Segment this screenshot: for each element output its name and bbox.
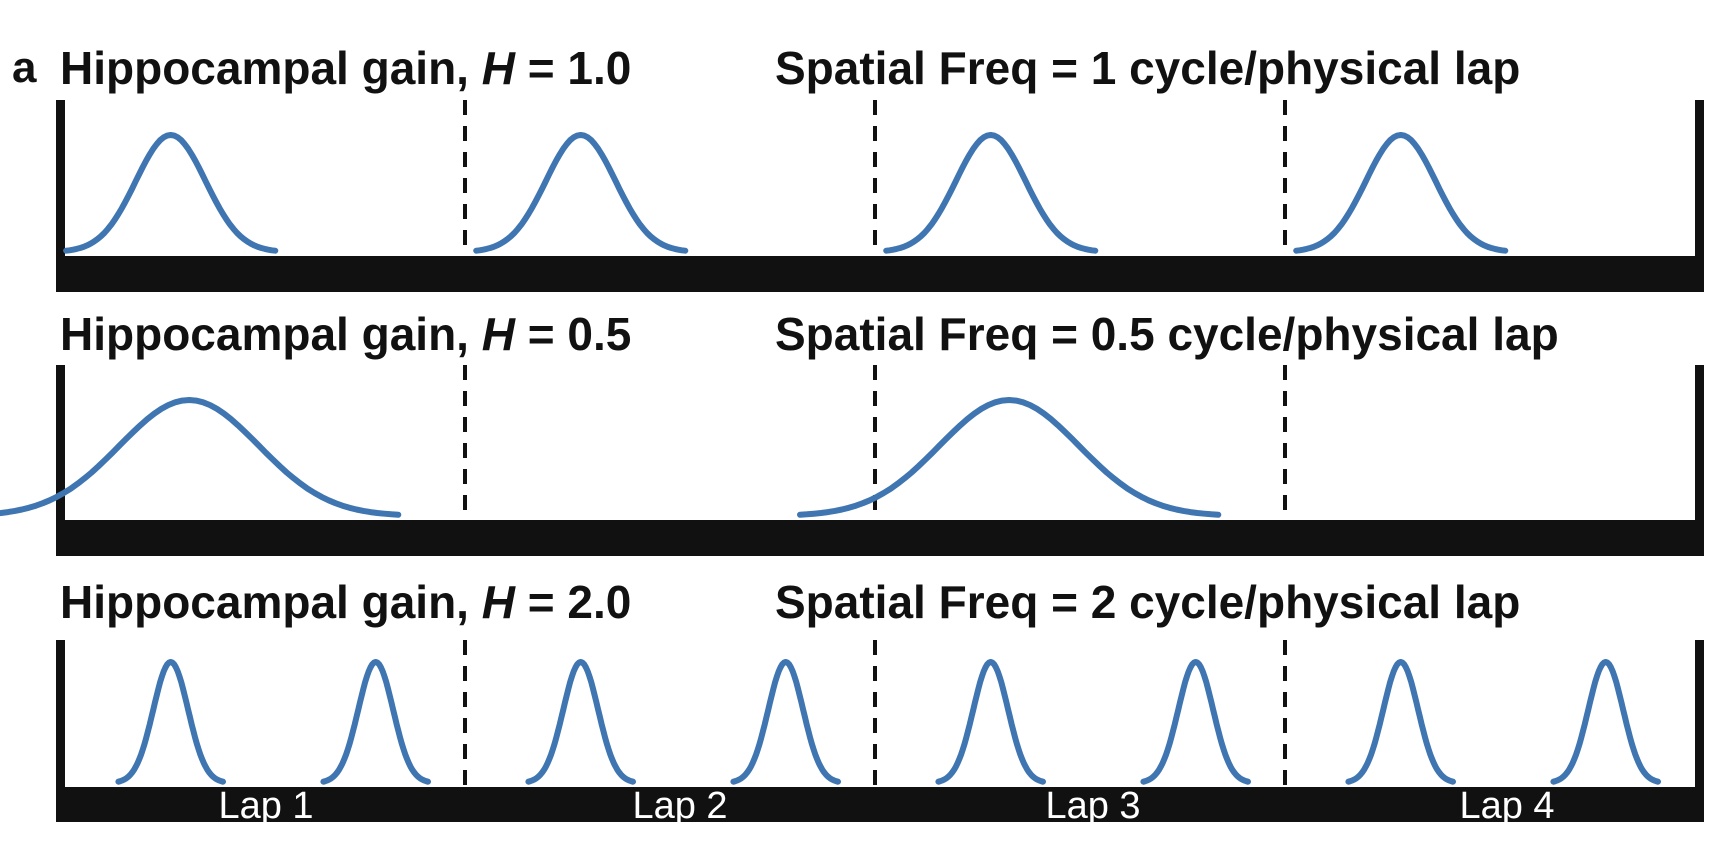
row-2-left-wall [56,365,65,556]
row-1-track [56,100,1704,292]
row-2-spatial-freq: Spatial Freq = 0.5 cycle/physical lap [775,308,1559,360]
row-1-track-bar [60,256,1700,292]
row-1-place-field-1 [63,132,279,254]
row-1-place-field-3 [883,132,1099,254]
lap-label-4: Lap 4 [1459,785,1554,827]
row-1-gain-symbol: H [482,42,516,94]
row-3-gain-value: = 2.0 [515,576,631,628]
row-3-place-field-1 [115,659,226,785]
lap-labels: Lap 1 Lap 2 Lap 3 Lap 4 [218,785,1554,827]
row-1-gain-value: = 1.0 [515,42,631,94]
row-1-spatial-freq: Spatial Freq = 1 cycle/physical lap [775,42,1520,94]
row-3-right-wall [1695,640,1704,822]
row-1-place-field-4 [1293,132,1509,254]
row-1-right-wall [1695,100,1704,292]
row-1-gain-title: Hippocampal gain, H = 1.0 [60,42,631,94]
lap-label-3: Lap 3 [1045,785,1140,827]
row-3-place-field-4 [730,659,841,785]
row-2-track-bar [60,520,1700,556]
row-2-place-field-1 [0,397,402,518]
row-3-gain-symbol: H [482,576,516,628]
row-3-gain-title: Hippocampal gain, H = 2.0 [60,576,631,628]
row-2-gain-symbol: H [482,308,516,360]
row-3-track [56,640,1704,822]
row-3-place-field-2 [320,659,431,785]
row-3-place-field-6 [1140,659,1251,785]
row-3-spatial-freq: Spatial Freq = 2 cycle/physical lap [775,576,1520,628]
row-3-left-wall [56,640,65,822]
row-2-gain-prefix: Hippocampal gain, [60,308,482,360]
row-2-right-wall [1695,365,1704,556]
row-2-place-field-2 [797,397,1222,518]
row-1-gain-prefix: Hippocampal gain, [60,42,482,94]
row-2-gain-title: Hippocampal gain, H = 0.5 [60,308,631,360]
row-3-place-field-5 [935,659,1046,785]
row-3-place-field-8 [1550,659,1661,785]
row-3-track-bar [60,787,1700,822]
row-1-left-wall [56,100,65,292]
panel-label: a [12,43,37,92]
lap-label-2: Lap 2 [632,785,727,827]
row-2-gain-value: = 0.5 [515,308,631,360]
row-1-place-field-2 [473,132,689,254]
lap-label-1: Lap 1 [218,785,313,827]
row-3-place-field-7 [1345,659,1456,785]
row-3-gain-prefix: Hippocampal gain, [60,576,482,628]
row-2-track [0,365,1704,556]
row-3-place-field-3 [525,659,636,785]
